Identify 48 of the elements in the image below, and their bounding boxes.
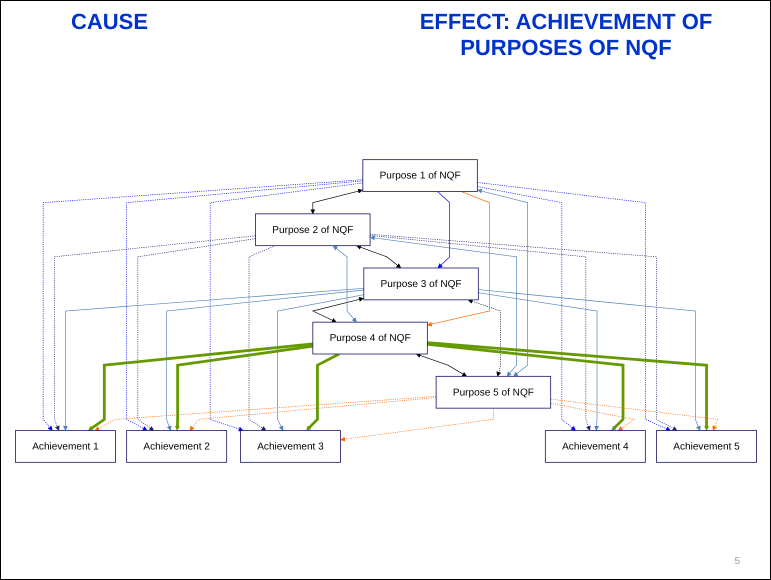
arrow: [94, 396, 436, 431]
arrow: [277, 294, 364, 431]
node-box: Achievement 5: [656, 430, 757, 463]
arrow: [166, 290, 364, 431]
arrow: [478, 289, 701, 431]
arrow: [174, 344, 314, 431]
column-heading: EFFECT: ACHIEVEMENT OF PURPOSES OF NQF: [418, 9, 714, 61]
arrow: [550, 402, 636, 431]
arrow: [356, 244, 402, 268]
arrow: [54, 235, 256, 431]
arrow: [427, 341, 709, 431]
arrow: [248, 245, 276, 431]
arrow: [477, 182, 671, 431]
arrow: [332, 246, 357, 322]
page-number: 5: [734, 556, 740, 567]
arrow: [437, 191, 450, 268]
arrow: [427, 342, 624, 431]
arrow: [310, 188, 363, 214]
arrow: [210, 182, 364, 432]
arrow: [137, 238, 256, 431]
arrow: [63, 288, 364, 431]
node-box: Achievement 4: [544, 430, 646, 463]
arrow: [370, 235, 591, 431]
arrow: [126, 180, 364, 431]
node-box: Achievement 1: [15, 430, 116, 463]
arrow: [370, 234, 678, 431]
arrow: [190, 397, 436, 431]
node-box: Achievement 2: [126, 430, 228, 463]
arrow: [312, 297, 364, 322]
arrow: [477, 188, 528, 377]
arrow: [88, 342, 313, 431]
node-box: Purpose 3 of NQF: [363, 268, 479, 300]
node-box: Purpose 2 of NQF: [255, 213, 370, 246]
arrow: [42, 179, 364, 431]
node-box: Purpose 5 of NQF: [436, 376, 552, 409]
arrow: [427, 191, 490, 326]
column-heading: CAUSE: [71, 9, 148, 35]
node-box: Achievement 3: [240, 430, 341, 463]
node-box: Purpose 4 of NQF: [312, 322, 428, 354]
arrow: [477, 186, 576, 431]
arrow: [416, 353, 467, 377]
arrow: [550, 398, 718, 431]
node-box: Purpose 1 of NQF: [362, 159, 478, 192]
arrow: [340, 408, 494, 442]
arrow: [306, 352, 340, 431]
arrow: [370, 236, 517, 377]
arrow: [478, 292, 600, 431]
arrow: [468, 299, 502, 377]
